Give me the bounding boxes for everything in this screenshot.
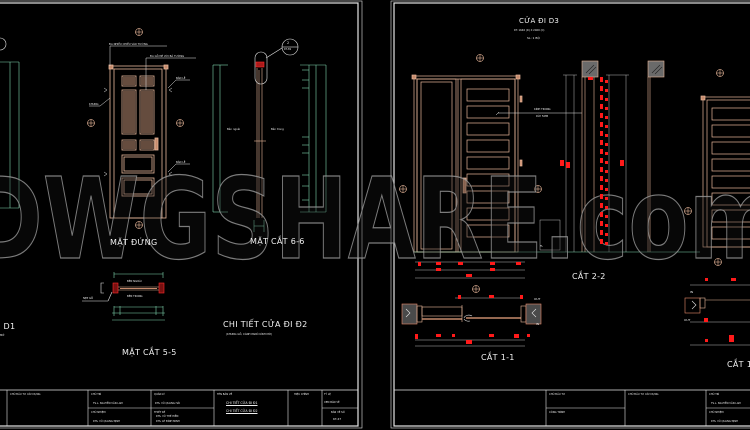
tb-left-designer-name: TS.L. NGUYỄN VĂN LAM [93,402,123,405]
tb-left-drawing-name-header: TÊN BẢN VẼ [217,393,233,396]
tb-left-scale-header: TỶ LỆ [324,393,331,396]
door-d1-sub-fragment: MỞ [0,334,5,337]
section-1-1 [401,297,750,325]
tb-right-checker-name: KTS. VŨ QUANG ĐỊNH [711,420,739,423]
tb-left-checker-header: CHỦ NHIỆM [91,411,106,414]
door-d2-subtitle: (KHUNG GỖ, CÁNH PANÔ KÍNH MỜ) [226,333,273,336]
tb-left-checker-name: KTS. VŨ QUANG ĐỊNH [93,420,121,423]
door-d3-title: CỬA ĐI D3 [519,17,560,25]
door-d3-size: KT: 1640 (R) X 2400 (C) [514,29,545,32]
hinge-label-top: BẢN LỀ [176,77,186,80]
floor-level-label: FL [540,245,543,248]
d2-elevation [108,64,169,219]
sec55-trim-label: NẸP GỖ [83,297,94,300]
callout-number: 2 [287,41,290,45]
glass-label-2: DÀY 5MM [536,115,549,118]
elevation-markers [87,28,184,229]
section-2-2-title: CẮT 2-2 [572,272,606,281]
tb-right-project-header: CHỦ ĐẦU TƯ [549,393,566,396]
sec55-outside-label: BÊN NGOÀI [127,280,142,283]
tb-left-drafter-name-2: KTS. LÊ ĐÌNH MINH [156,420,180,423]
tb-left-drawing-name-2: CHI TIẾT CỬA ĐI Đ2 [226,409,258,413]
svg-text:DWGSHARE.com: DWGSHARE.com [0,155,750,285]
d2-elevation-leaders [89,45,196,177]
door-d2-title: CHI TIẾT CỬA ĐI Đ2 [223,320,308,329]
tb-right-owner-header: CHỦ ĐẦU TƯ XÂY DỰNG [628,393,659,396]
right-sheet-frame [390,0,750,429]
hinge-label-bottom: BẢN LỀ [176,161,186,164]
out-label-right: OUT [684,318,691,322]
outside-side-label: Bên ngoài [227,128,241,131]
d3-leader [495,111,582,116]
section-1-1-title: CẮT 1-1 [481,353,515,362]
elevation-title: MẶT ĐỨNG [110,238,158,247]
tb-right-designer-header: CHỦ TRÌ [709,393,720,396]
tb-left-revision-header: HIỆU CHỈNH [294,393,309,396]
leader-label-top-2: ĐA GỖ ĐÊ VỚI BẢ TƯỜNG [150,55,185,58]
d2-panel-texture [123,77,153,149]
section-6-6 [212,38,327,232]
tb-right-designer-name: TS.L. NGUYỄN VĂN LAM [711,402,741,405]
glass-label-1: KÍNH TRONG [534,108,551,111]
section-5-5-title: MẶT CẮT 5-5 [122,348,177,357]
out-label: OUT [534,297,541,301]
d3-partial-right [700,95,750,248]
section-1-1-title-right: CẮT 1- [727,360,750,369]
tb-left-drawer-name: KTS. VŨ QUANG HẢI [155,402,180,405]
d3-glass-panels [462,88,523,238]
d3-markers [399,54,724,293]
tb-right-work-header: CÔNG TRÌNH [549,411,566,414]
door-d3-quantity: SL: 1 BỘ [527,36,540,40]
tb-left-drawer-header: QUẢN LÝ [154,393,165,396]
section-2-2 [414,60,700,253]
leader-label-top-1: ĐA NHIỀU CHIỀU VÀO TƯỜNG [109,43,148,46]
in-label-right: IN [690,290,694,294]
tb-left-drafter-name-1: KTS. VŨ THẾ HIỀN [156,415,179,418]
d1-partial-section [0,37,20,209]
tb-left-sheet-no: KT-47 [333,417,342,421]
inside-side-label: Bên trong [271,128,284,131]
section-5-5 [82,272,165,321]
tb-left-drawing-name-1: CHI TIẾT CỬA ĐI Đ1 [226,401,258,405]
door-d1-title-fragment: I D1 [0,322,16,331]
tb-left-owner-header: CHỦ ĐẦU TƯ XÂY DỰNG [10,393,41,396]
watermark: DWGSHARE.com [0,154,750,285]
frame-label: KHUNG [89,103,99,106]
in-label: IN [536,322,540,326]
tb-right-checker-header: CHỦ NHIỆM [709,411,724,414]
sec55-inside-label: BÊN TRONG [127,295,143,298]
tb-left-scale-value: XEM BẢN VẼ [324,401,340,404]
tb-left-sheet-no-header: BẢN VẼ SỐ [331,411,345,414]
left-sheet-frame [0,0,363,429]
tb-left-designer-header: CHỦ TRÌ [91,393,102,396]
section-6-6-title: MẶT CẮT 6-6 [250,237,305,246]
tb-left-drafter-header: THIẾT KẾ [154,411,166,414]
callout-sheet-ref: KT-39 [284,48,292,51]
